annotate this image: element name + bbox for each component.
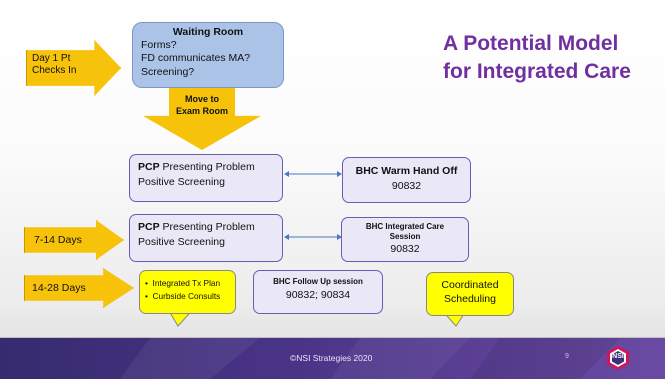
connector-row1 bbox=[284, 171, 342, 177]
bhc-warm-handoff-title: BHC Warm Hand Off bbox=[355, 165, 458, 177]
waiting-room-item: FD communicates MA? bbox=[141, 52, 251, 65]
footer-decoration bbox=[120, 338, 620, 379]
bhc-followup-codes: 90832; 90834 bbox=[285, 289, 351, 301]
bhc-followup-title: BHC Follow Up session bbox=[273, 277, 363, 286]
day1-arrow-label: Day 1 Pt Checks In bbox=[32, 53, 102, 77]
pcp-problem: Presenting Problem bbox=[159, 161, 255, 173]
days-7-14-label: 7-14 Days bbox=[34, 234, 82, 246]
day1-line-2: Checks In bbox=[32, 65, 77, 76]
slide-title: A Potential Model for Integrated Care bbox=[443, 30, 663, 87]
waiting-room-item: Screening? bbox=[141, 65, 195, 78]
nsi-logo-text: NSI bbox=[612, 353, 624, 360]
nsi-logo: NSI bbox=[605, 345, 631, 371]
title-line-1: A Potential Model bbox=[443, 32, 619, 55]
pcp-label: PCP bbox=[138, 221, 160, 233]
coord-line-2: Scheduling bbox=[444, 293, 496, 306]
callout-item: • Integrated Tx Plan bbox=[145, 278, 221, 288]
pcp-line-2: Positive Screening bbox=[138, 176, 225, 189]
move-line-1: Move to bbox=[184, 94, 219, 104]
coord-line-1: Coordinated bbox=[441, 279, 499, 291]
pcp-label: PCP bbox=[138, 161, 160, 173]
bhc-followup-box: BHC Follow Up session 90832; 90834 bbox=[253, 270, 383, 314]
pcp-line-2: Positive Screening bbox=[138, 236, 225, 249]
waiting-room-item: Forms? bbox=[141, 39, 177, 51]
pcp-line-1: PCP Presenting Problem bbox=[138, 160, 274, 175]
pcp-box-row2: PCP Presenting Problem Positive Screenin… bbox=[129, 214, 283, 262]
callout-item-text: Integrated Tx Plan bbox=[152, 278, 221, 288]
waiting-room-box: Waiting Room Forms? FD communicates MA? … bbox=[132, 22, 284, 88]
move-line-2: Exam Room bbox=[175, 105, 228, 116]
connector-row2 bbox=[284, 234, 342, 240]
footer-divider bbox=[0, 337, 665, 338]
title-line-2: for Integrated Care bbox=[443, 60, 631, 84]
bhc-warm-handoff-code: 90832 bbox=[391, 179, 422, 192]
days-14-28-label: 14-28 Days bbox=[32, 282, 86, 294]
callout-item-text: Curbside Consults bbox=[152, 290, 221, 301]
move-arrow-label: Move to Exam Room bbox=[170, 94, 234, 117]
bhc-warm-handoff-box: BHC Warm Hand Off 90832 bbox=[342, 157, 471, 203]
pcp-line-1: PCP Presenting Problem bbox=[138, 220, 274, 235]
pcp-box-row1: PCP Presenting Problem Positive Screenin… bbox=[129, 154, 283, 202]
bhc-integrated-title-2: Session bbox=[389, 232, 421, 242]
pcp-problem: Presenting Problem bbox=[159, 221, 255, 233]
footer-page-number: 9 bbox=[565, 353, 569, 360]
bhc-integrated-title-1: BHC Integrated Care bbox=[365, 222, 445, 231]
footer-copyright: ©NSI Strategies 2020 bbox=[290, 353, 373, 363]
callout-item: • Curbside Consults bbox=[145, 290, 221, 301]
care-plan-callout: • Integrated Tx Plan • Curbside Consults bbox=[139, 270, 236, 314]
bhc-integrated-care-box: BHC Integrated Care Session 90832 bbox=[341, 217, 469, 262]
nsi-logo-icon bbox=[607, 346, 629, 370]
day1-line-1: Day 1 Pt bbox=[32, 53, 71, 64]
bhc-integrated-code: 90832 bbox=[390, 242, 420, 255]
coordinated-scheduling-callout: Coordinated Scheduling bbox=[426, 272, 514, 316]
waiting-room-heading: Waiting Room bbox=[172, 26, 244, 38]
footer-bar: ©NSI Strategies 2020 9 NSI bbox=[0, 338, 665, 379]
